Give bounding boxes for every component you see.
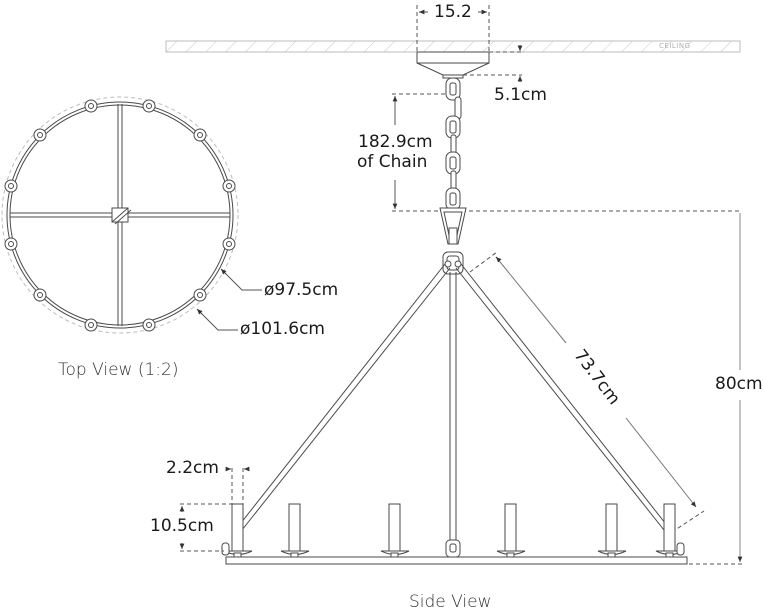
chain (445, 77, 462, 211)
candle-4 (496, 503, 526, 558)
chain-length-sublabel: of Chain (357, 152, 428, 172)
candle-5 (597, 503, 627, 558)
top-view (1, 96, 239, 334)
inner-diameter-label: ø97.5cm (264, 280, 339, 300)
ring-side (225, 556, 688, 565)
ceiling-label: CEILING (659, 42, 691, 50)
canopy-height-label: 5.1cm (494, 85, 547, 105)
candle-3 (380, 503, 410, 558)
top-view-title: Top View (1:2) (58, 360, 179, 380)
candle-height-label: 10.5cm (150, 516, 214, 536)
arm-length-dimension (469, 251, 705, 533)
overall-height-label: 80cm (715, 374, 763, 394)
chain-length-label: 182.9cm (358, 132, 433, 152)
candle-dimensions (179, 466, 250, 552)
canopy-height-dimension (463, 45, 523, 82)
ceiling (165, 40, 741, 53)
canopy (416, 51, 490, 79)
candle-2 (280, 503, 310, 558)
candles (221, 503, 685, 558)
overall-height-dimension (689, 213, 744, 565)
arms (236, 263, 670, 542)
hub (442, 251, 464, 275)
hanging-cone (439, 207, 467, 245)
diameter-leaders (196, 268, 262, 331)
canopy-width-dimension (416, 5, 490, 52)
side-view-title: Side View (409, 592, 492, 612)
candle-width-label: 2.2cm (166, 458, 219, 478)
outer-diameter-label: ø101.6cm (240, 319, 325, 339)
chain-length-dimension (392, 93, 740, 212)
canopy-width-label: 15.2 (434, 2, 472, 22)
